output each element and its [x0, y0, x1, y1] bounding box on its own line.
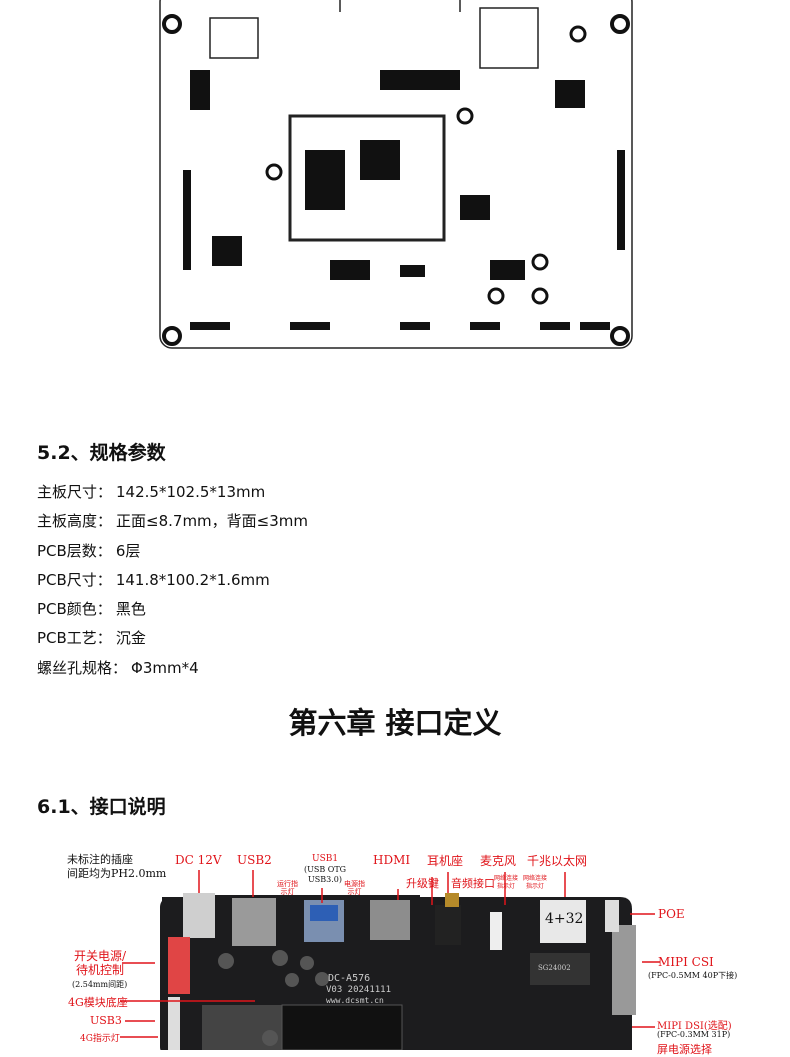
spec-label: PCB颜色： [37, 600, 112, 619]
label-mipi-dsi-sub: (FPC-0.3MM 31P) [657, 1030, 731, 1039]
label-usb3: USB3 [90, 1014, 122, 1027]
spec-row: 主板尺寸：142.5*102.5*13mm [37, 478, 308, 507]
spec-label: PCB层数： [37, 541, 112, 560]
label-mic: 麦克风 [480, 854, 517, 868]
section-title-specs: 5.2、规格参数 [37, 442, 166, 464]
board-image [160, 893, 505, 1050]
board-image-right [120, 870, 660, 1050]
label-earphone: 耳机座 [427, 854, 464, 868]
spec-value: 6层 [115, 541, 141, 560]
label-screen-power: 屏电源选择 [657, 1043, 712, 1056]
label-dc12v: DC 12V [175, 853, 222, 867]
label-poe: POE [658, 907, 685, 921]
board-site: www.dcsmt.cn [326, 996, 384, 1005]
spec-row: PCB颜色：黑色 [37, 595, 308, 624]
label-mipi-dsi: MIPI DSI(选配) [657, 1021, 732, 1032]
spec-label: PCB工艺： [37, 629, 112, 648]
chapter-title: 第六章 接口定义 [288, 706, 502, 740]
board-model: DC-A576 [328, 973, 371, 984]
label-usb2: USB2 [237, 853, 272, 867]
board-version: V03 20241111 [326, 985, 392, 995]
label-gigabit-ethernet: 千兆以太网 [527, 854, 588, 868]
spec-row: 主板高度：正面≤8.7mm，背面≤3mm [37, 507, 308, 536]
spec-value: 沉金 [115, 629, 146, 648]
board-mem-label: 4+32 [545, 911, 584, 927]
spec-value: 正面≤8.7mm，背面≤3mm [116, 512, 308, 531]
spec-row: 螺丝孔规格：Φ3mm*4 [37, 654, 308, 683]
label-run-led: 运行指 示灯 [277, 880, 298, 896]
label-net-led-1: 网络连接 指示灯 [494, 875, 519, 890]
board-photo: 未标注的插座 间距均为PH2.0mm DC 12V USB2 USB1 (USB… [60, 845, 760, 1056]
label-mipi-csi-sub: (FPC-0.5MM 40P下接) [648, 971, 738, 980]
note-pitch: 未标注的插座 间距均为PH2.0mm [67, 853, 167, 880]
section-title-interfaces: 6.1、接口说明 [37, 796, 166, 818]
spec-value: Φ3mm*4 [131, 658, 199, 677]
label-4g-led: 4G指示灯 [80, 1034, 120, 1044]
spec-label: 螺丝孔规格： [37, 658, 128, 677]
label-power-switch: 开关电源/ 待机控制 [74, 949, 127, 977]
spec-label: PCB尺寸： [37, 570, 112, 589]
label-net-led-2: 网络连接 指示灯 [523, 875, 548, 890]
spec-value: 黑色 [115, 600, 146, 619]
label-hdmi: HDMI [373, 853, 411, 867]
spec-row: PCB工艺：沉金 [37, 624, 308, 653]
spec-value: 141.8*100.2*1.6mm [115, 570, 270, 589]
label-power-switch-sub: (2.54mm间距) [72, 980, 128, 989]
spec-row: PCB尺寸：141.8*100.2*1.6mm [37, 566, 308, 595]
label-power-led: 电源指 示灯 [344, 880, 365, 896]
spec-row: PCB层数：6层 [37, 537, 308, 566]
spec-label: 主板高度： [37, 512, 113, 531]
label-audio: 音频接口 [451, 877, 495, 890]
label-4g-module: 4G模块底座 [68, 996, 128, 1009]
pcb-outline-drawing [159, 0, 633, 349]
label-upgrade-key: 升级键 [406, 877, 439, 890]
label-usb1: USB1 [312, 854, 339, 864]
spec-value: 142.5*102.5*13mm [116, 483, 266, 501]
spec-label: 主板尺寸： [37, 483, 113, 501]
board-chip: SG24002 [538, 964, 571, 972]
label-usb1-sub: (USB OTG USB3.0) [304, 865, 347, 884]
label-mipi-csi: MIPI CSI [658, 955, 714, 969]
